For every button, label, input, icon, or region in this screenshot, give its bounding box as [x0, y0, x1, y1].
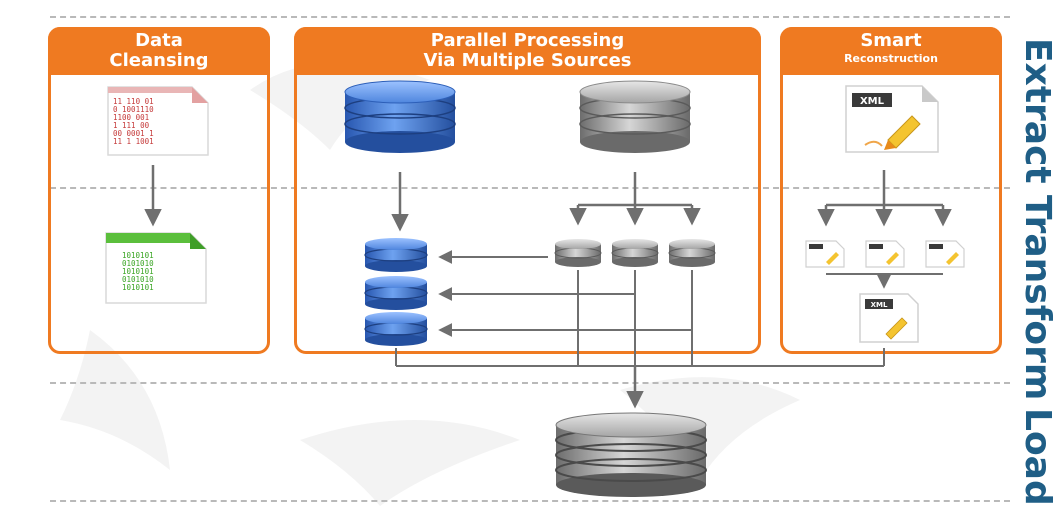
divider-extract-transform: [50, 187, 1010, 189]
split-connector: [817, 170, 952, 227]
binary-document-red-icon: 11 110 01 0 1001110 1100 001 1 111 00 00…: [107, 86, 209, 156]
panel-title-line1: Data: [135, 30, 183, 51]
xml-document-result-icon: XML: [859, 293, 919, 343]
small-database-gray-icon: [668, 239, 716, 267]
xml-document-icon: XML: [845, 85, 939, 153]
merge-connector: [826, 273, 943, 289]
xml-label: XML: [860, 96, 885, 107]
small-xml-document-icon: [805, 240, 845, 268]
small-database-blue-icon: [364, 238, 428, 272]
binary-line: 1100 001: [113, 113, 149, 122]
binary-line: 00 0001 1: [113, 129, 154, 138]
panel-data-cleansing: Data Cleansing: [48, 27, 270, 354]
panel-header: Data Cleansing: [48, 27, 270, 75]
panel-title-line1: Parallel Processing: [430, 30, 625, 51]
binary-line: 1010101: [122, 267, 154, 276]
panel-header: Parallel Processing Via Multiple Sources: [294, 27, 761, 75]
binary-document-green-icon: 1010101 0101010 1010101 0101010 1010101: [105, 232, 207, 304]
binary-line: 1010101: [122, 251, 154, 260]
panel-title-line2: Via Multiple Sources: [423, 50, 632, 71]
database-gray-icon: [579, 80, 691, 153]
binary-line: 11 110 01: [113, 97, 154, 106]
xml-label: XML: [871, 301, 888, 309]
panel-smart-reconstruction: Smart Reconstruction: [780, 27, 1002, 354]
database-final-icon: [555, 412, 707, 497]
divider-transform-load: [50, 382, 1010, 384]
binary-line: 0 1001110: [113, 105, 154, 114]
binary-line: 1 111 00: [113, 121, 150, 130]
database-blue-icon: [344, 80, 456, 153]
panel-title-line2: Reconstruction: [844, 52, 938, 65]
binary-line: 0101010: [122, 275, 154, 284]
binary-line: 1010101: [122, 283, 154, 292]
small-xml-document-icon: [865, 240, 905, 268]
small-database-gray-icon: [611, 239, 659, 267]
merge-connectors: [395, 250, 885, 409]
small-database-blue-icon: [364, 276, 428, 310]
divider-bottom: [50, 500, 1010, 502]
divider-top: [50, 16, 1010, 18]
panel-parallel-processing: Parallel Processing Via Multiple Sources: [294, 27, 761, 354]
small-database-blue-icon: [364, 312, 428, 346]
small-xml-document-icon: [925, 240, 965, 268]
small-database-gray-icon: [554, 239, 602, 267]
binary-line: 0101010: [122, 259, 154, 268]
split-connector: [569, 172, 701, 226]
binary-line: 11 1 1001: [113, 137, 154, 146]
panel-header: Smart Reconstruction: [780, 27, 1002, 75]
panel-title-line2: Cleansing: [109, 50, 209, 71]
panel-title-line1: Smart: [860, 30, 922, 51]
